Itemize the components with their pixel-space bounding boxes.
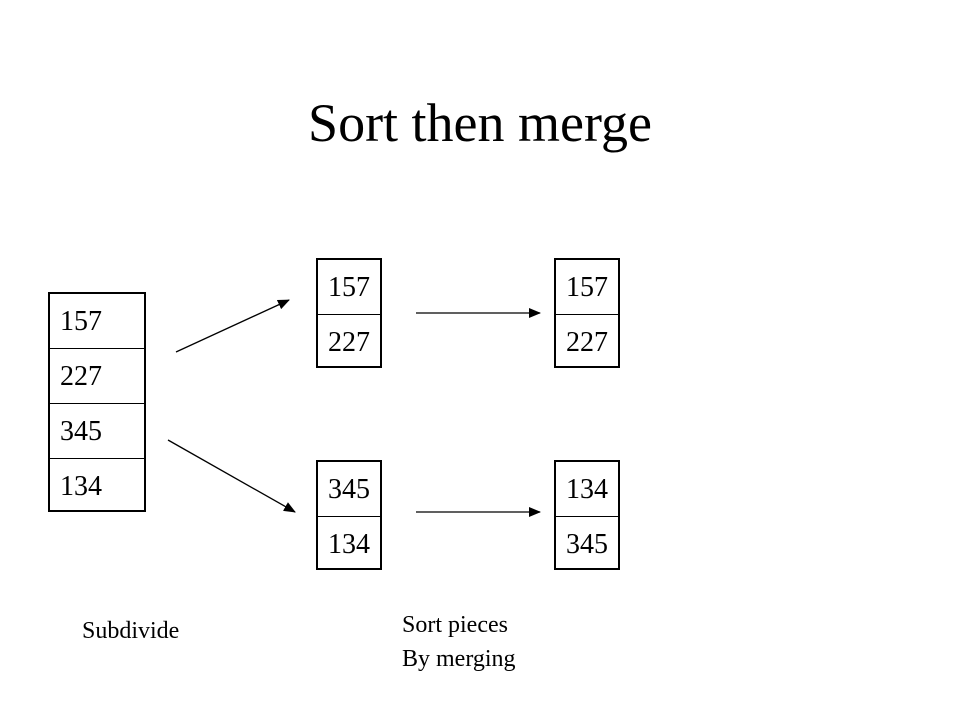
array-cell: 227 (566, 327, 608, 358)
array-cell: 134 (328, 529, 370, 560)
original-array-box: 157 227 345 134 (48, 292, 146, 512)
array-cell: 227 (328, 327, 370, 358)
top-sorted-box: 157 227 (554, 258, 620, 368)
array-cell: 157 (50, 294, 144, 349)
bottom-split-box: 345 134 (316, 460, 382, 570)
array-cell: 157 (318, 260, 380, 315)
array-cell: 134 (60, 471, 102, 502)
sort-caption-line-1: Sort pieces (402, 612, 508, 638)
subdivide-arrow-up (175, 299, 290, 353)
subdivide-caption: Subdivide (82, 618, 180, 644)
sort-pieces-caption: Sort pieces By merging (402, 608, 516, 676)
sort-caption-line-2: By merging (402, 646, 516, 672)
array-cell: 345 (566, 529, 608, 560)
array-cell: 345 (50, 404, 144, 459)
array-cell: 157 (556, 260, 618, 315)
bottom-sorted-box: 134 345 (554, 460, 620, 570)
slide-title: Sort then merge (308, 93, 652, 153)
array-cell: 134 (556, 462, 618, 517)
array-cell: 227 (50, 349, 144, 404)
subdivide-arrow-down (167, 439, 296, 513)
top-split-box: 157 227 (316, 258, 382, 368)
array-cell: 345 (318, 462, 380, 517)
